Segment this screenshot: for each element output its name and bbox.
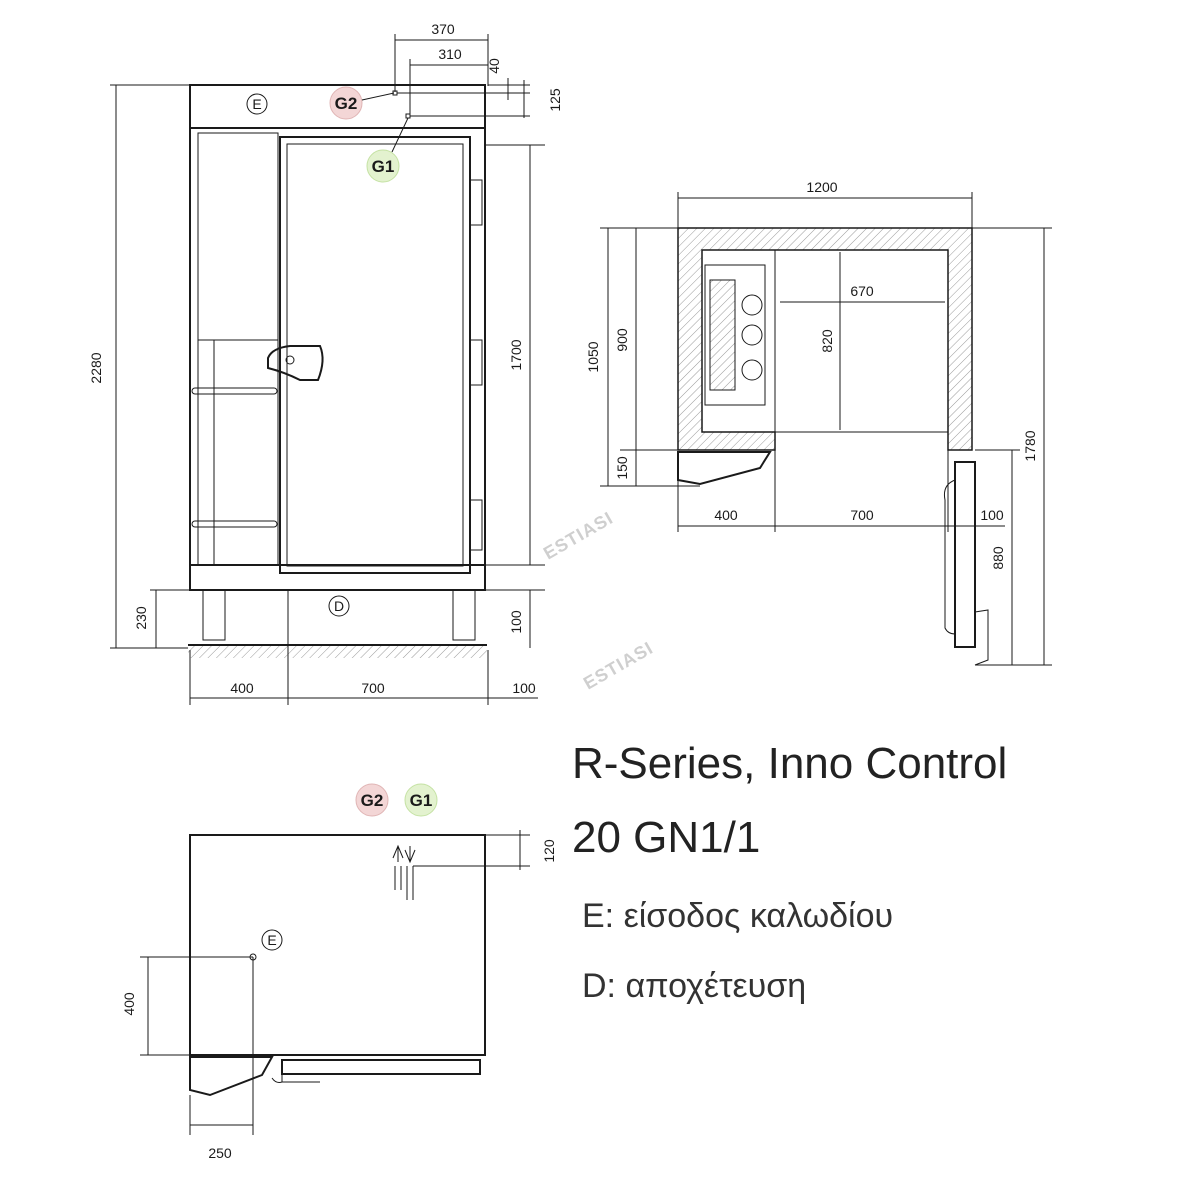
top-g1-label: G1 — [410, 791, 433, 810]
evaporator-coil — [709, 279, 736, 391]
top-door — [281, 1059, 481, 1075]
fan-2 — [741, 324, 763, 346]
hinge-bottom — [469, 499, 483, 551]
top-g2-label: G2 — [361, 791, 384, 810]
dim-100-plan: 100 — [980, 507, 1004, 523]
legend-d: D: αποχέτευση — [582, 967, 806, 1005]
top-view: G2 G1 120 E 400 250 — [121, 783, 557, 1161]
dim-400-front: 400 — [230, 680, 254, 696]
dim-820: 820 — [819, 329, 835, 353]
front-d-label: D — [334, 598, 344, 614]
top-control-panel — [189, 1056, 274, 1097]
g2-leader — [361, 92, 395, 101]
g1-leader — [391, 117, 409, 153]
leg-right — [452, 589, 476, 641]
evaporator — [704, 264, 766, 406]
front-g2-label: G2 — [335, 94, 358, 113]
dim-100-front: 100 — [512, 680, 536, 696]
dim-670: 670 — [850, 283, 874, 299]
front-view: E G2 G1 D 370 310 40 125 2280 — [88, 21, 563, 705]
dim-230: 230 — [133, 606, 149, 630]
dim-310: 310 — [438, 46, 462, 62]
arrow-up-icon — [392, 844, 404, 862]
fan-1 — [741, 294, 763, 316]
front-door-inner — [286, 143, 464, 567]
dim-120: 120 — [541, 839, 557, 863]
arrow-down-icon — [404, 846, 416, 864]
front-left-compartment — [197, 132, 279, 566]
plan-door-handle — [944, 479, 956, 635]
top-e-circle — [261, 929, 283, 951]
plan-open-door — [954, 461, 976, 648]
product-capacity: 20 GN1/1 — [572, 813, 760, 862]
top-e-label: E — [267, 932, 276, 948]
front-e-label: E — [252, 96, 261, 112]
front-e-circle — [246, 93, 268, 115]
front-cabinet-outline — [189, 84, 486, 591]
dim-700-plan: 700 — [850, 507, 874, 523]
plan-door-hinge — [974, 609, 989, 666]
dim-700-front: 700 — [361, 680, 385, 696]
dim-2280: 2280 — [88, 352, 104, 383]
dim-1700: 1700 — [508, 339, 524, 370]
dim-370: 370 — [431, 21, 455, 37]
dim-1050: 1050 — [585, 341, 601, 372]
front-g1-label: G1 — [372, 157, 395, 176]
hinge-middle — [469, 339, 483, 386]
plan-view: 1200 670 820 1050 900 150 1780 880 400 7… — [585, 179, 1052, 666]
dim-100-vertical: 100 — [508, 610, 524, 634]
dim-40: 40 — [486, 58, 502, 74]
door-handle-lock — [285, 355, 295, 365]
front-g1-badge — [366, 149, 400, 183]
dim-900: 900 — [614, 328, 630, 352]
legend-e: E: είσοδος καλωδίου — [582, 897, 893, 935]
front-g2-badge — [329, 86, 363, 120]
title-block: R-Series, Inno Control 20 GN1/1 E: είσοδ… — [572, 739, 1007, 1005]
product-title: R-Series, Inno Control — [572, 739, 1007, 788]
top-door-hinge — [271, 1077, 283, 1083]
dim-400-plan: 400 — [714, 507, 738, 523]
plan-inner-cavity — [701, 249, 949, 433]
watermark-1: ESTIASI — [540, 508, 617, 564]
front-d-circle — [328, 595, 350, 617]
front-left-rail-bottom — [191, 520, 278, 528]
watermark-2: ESTIASI — [580, 638, 657, 694]
door-handle — [267, 345, 324, 381]
floor-hatch — [188, 646, 487, 658]
top-view-outline — [189, 834, 486, 1056]
leg-left — [202, 589, 226, 641]
dim-1200: 1200 — [806, 179, 837, 195]
plan-control-panel — [677, 451, 772, 486]
fan-3 — [741, 359, 763, 381]
front-left-rail-top — [191, 387, 278, 395]
dim-880: 880 — [990, 546, 1006, 570]
dim-1780: 1780 — [1022, 430, 1038, 461]
dim-150: 150 — [614, 456, 630, 480]
dim-400-top: 400 — [121, 992, 137, 1016]
hinge-top — [469, 179, 483, 226]
top-door-handle — [281, 1074, 320, 1083]
top-g2-badge — [355, 783, 389, 817]
top-g1-badge — [404, 783, 438, 817]
g1-point — [405, 113, 411, 119]
dim-125: 125 — [547, 88, 563, 112]
dim-250: 250 — [208, 1145, 232, 1161]
front-door — [279, 136, 471, 574]
